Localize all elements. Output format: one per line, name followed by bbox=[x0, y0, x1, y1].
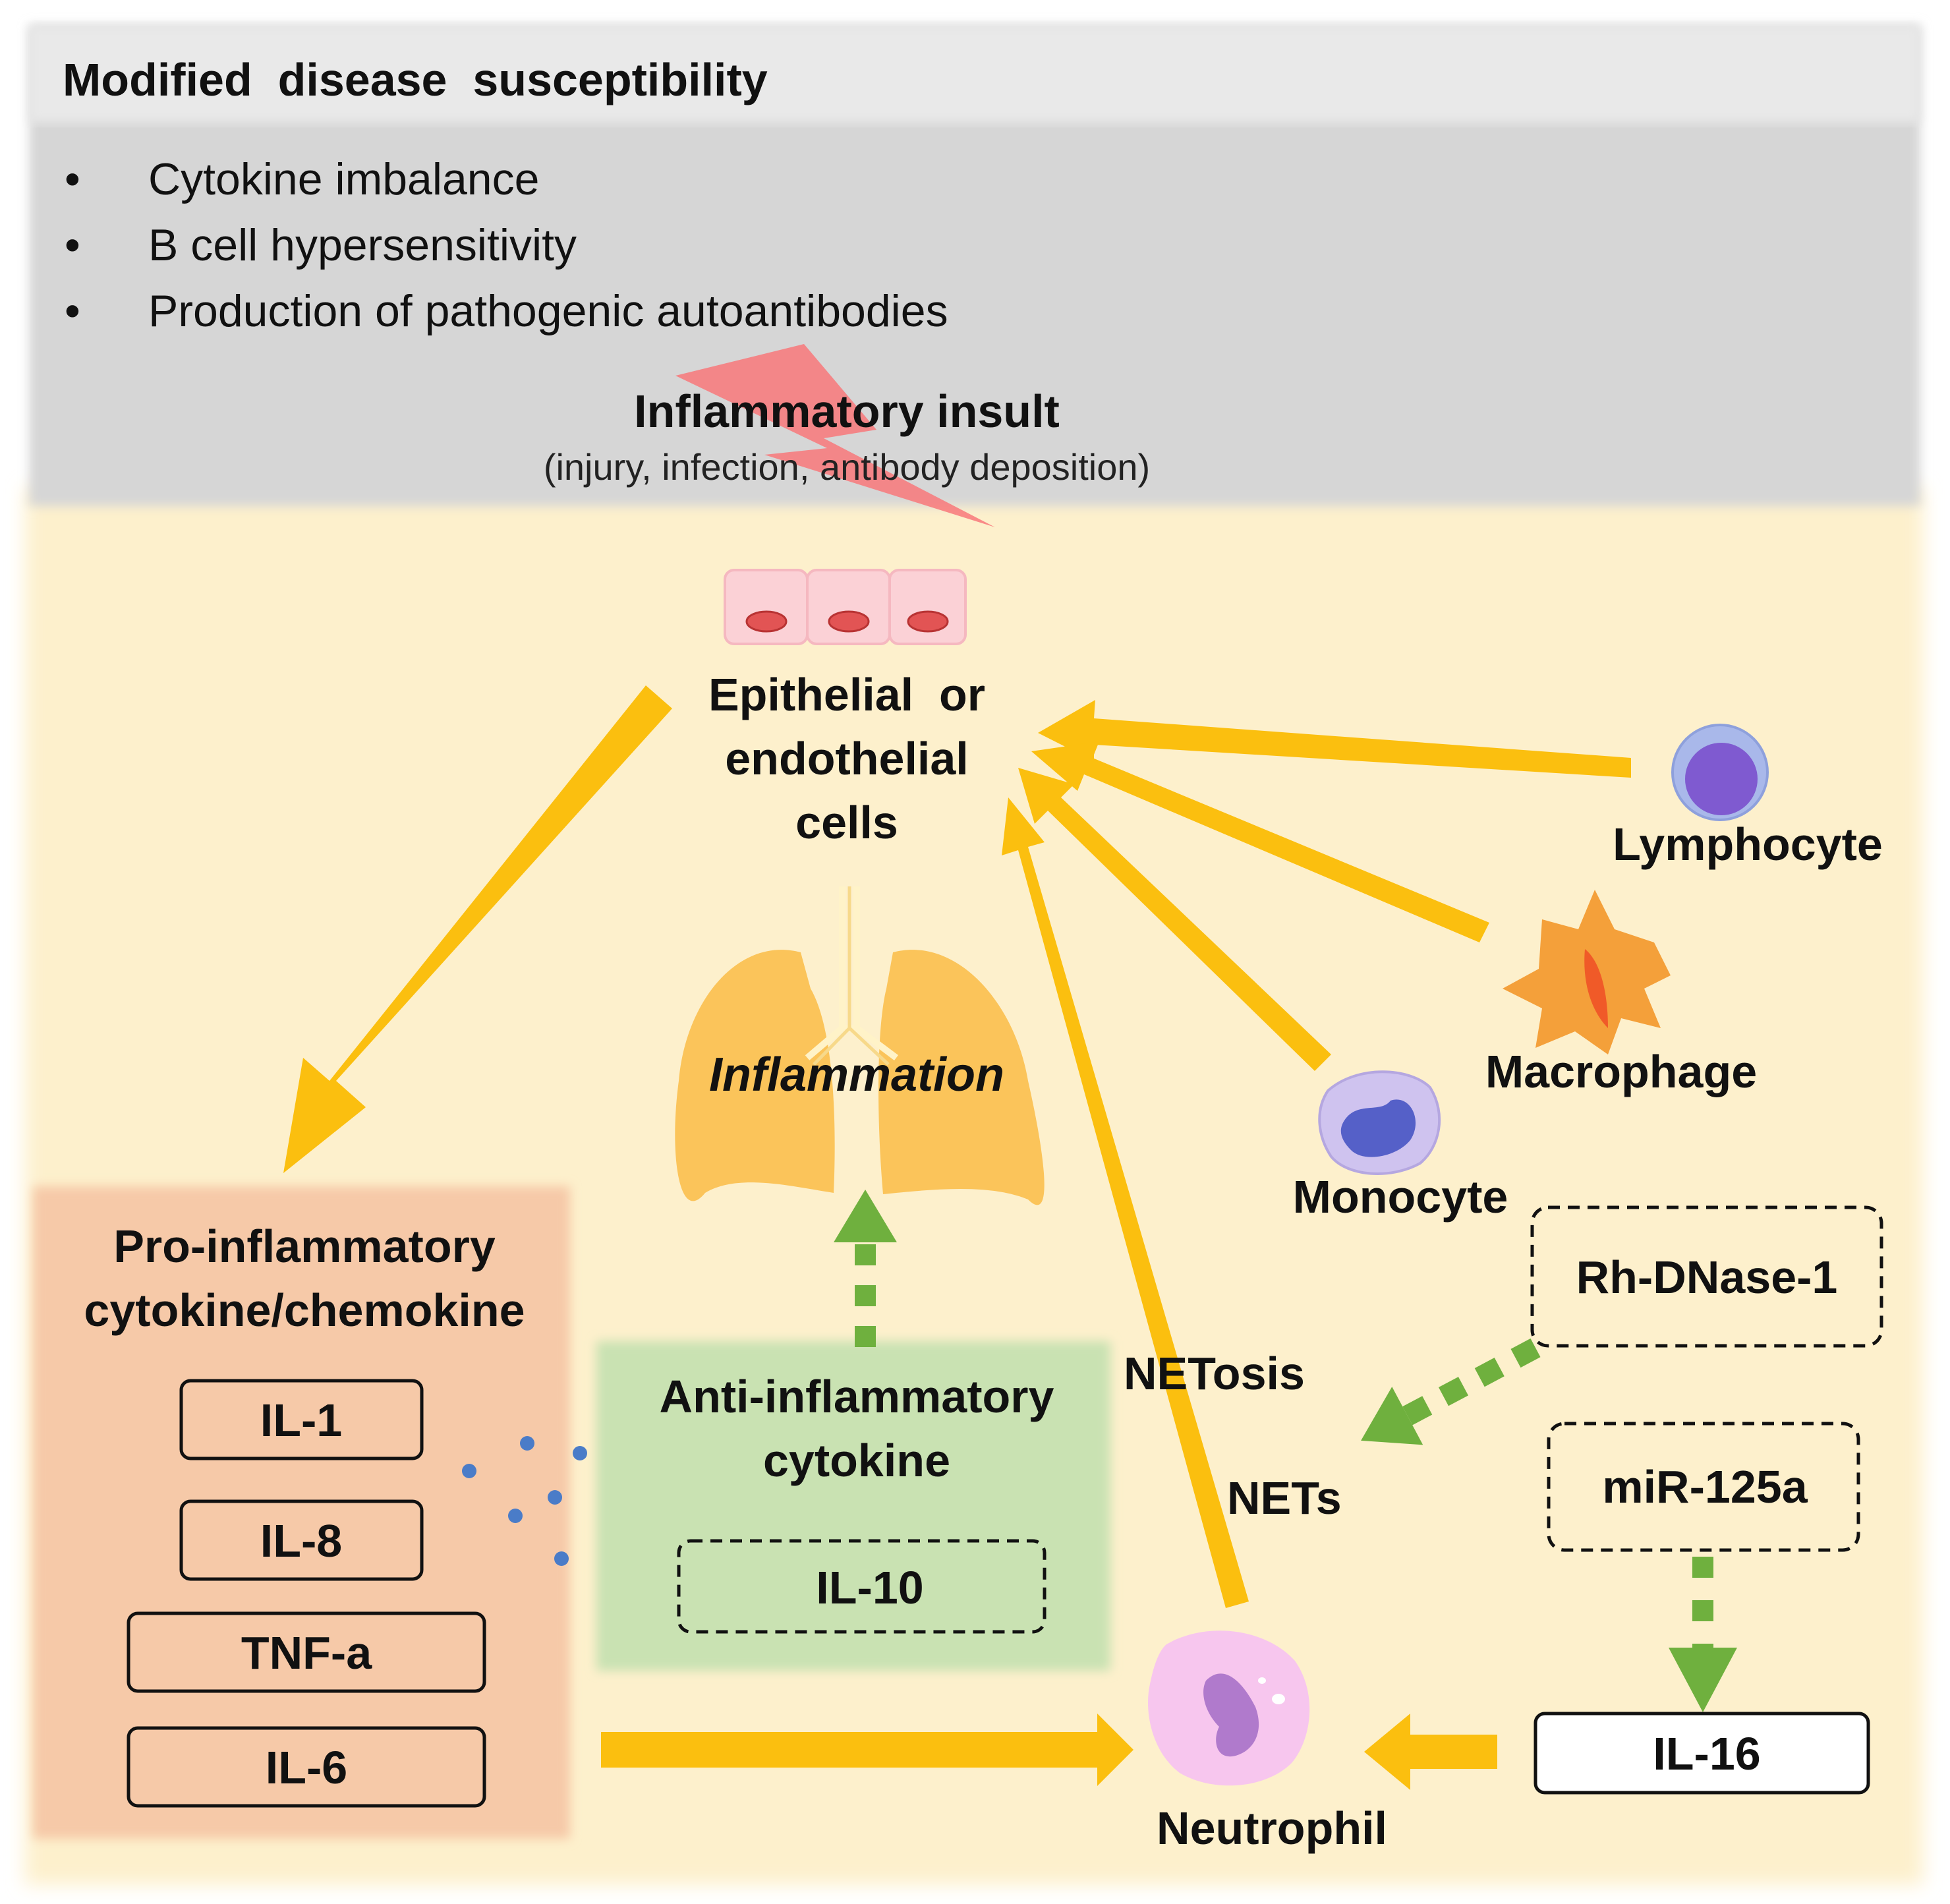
anti-panel-title-1: Anti-inflammatory bbox=[660, 1371, 1054, 1422]
arrow-pro-to-neutrophil bbox=[601, 1714, 1133, 1786]
green-arrows bbox=[834, 1190, 1737, 1712]
bullet-item-3: Production of pathogenic autoantibodies bbox=[148, 286, 948, 336]
cytokine-box-il1 bbox=[179, 1379, 424, 1460]
cytokine-label-tnfa: TNF-a bbox=[241, 1627, 372, 1679]
bullet-dot-3: • bbox=[65, 286, 80, 336]
il16-box bbox=[1534, 1712, 1870, 1795]
lymphocyte-icon bbox=[1671, 724, 1769, 821]
pro-panel-title-2: cytokine/chemokine bbox=[84, 1284, 525, 1336]
rh-dnase-box bbox=[1530, 1205, 1883, 1348]
lymphocyte-label: Lymphocyte bbox=[1613, 819, 1883, 870]
il16-label: IL-16 bbox=[1653, 1728, 1760, 1779]
anti-panel-bg bbox=[596, 1341, 1110, 1671]
arrows bbox=[283, 685, 1631, 1790]
epithelial-label-line-1: Epithelial or bbox=[708, 669, 985, 720]
pro-panel-title-1: Pro-inflammatory bbox=[113, 1221, 496, 1272]
cytokine-box-il8 bbox=[179, 1499, 424, 1581]
epithelial-label-line-2: endothelial bbox=[725, 733, 968, 784]
cytokine-label-il6: IL-6 bbox=[266, 1742, 347, 1793]
epithelial-label-line-3: cells bbox=[795, 797, 898, 848]
macrophage-label: Macrophage bbox=[1485, 1046, 1757, 1097]
header-title: Modified disease susceptibility bbox=[63, 54, 768, 105]
nets-label: NETs bbox=[1227, 1472, 1342, 1524]
anti-panel-title-2: cytokine bbox=[763, 1435, 950, 1486]
neutrophil-label: Neutrophil bbox=[1157, 1803, 1387, 1854]
header-title-band bbox=[29, 25, 1920, 123]
cytokine-box-tnfa bbox=[127, 1611, 486, 1693]
il10-label: IL-10 bbox=[816, 1562, 923, 1613]
insult-title: Inflammatory insult bbox=[634, 386, 1060, 437]
cytokine-label-il1: IL-1 bbox=[260, 1395, 342, 1446]
arrow-neutrophil-to-epithelial bbox=[1002, 797, 1249, 1608]
inflammation-label: Inflammation bbox=[709, 1049, 1004, 1101]
lungs-icon bbox=[675, 886, 1045, 1205]
arrow-macrophage-to-epithelial bbox=[1031, 741, 1489, 942]
bullet-dot-2: • bbox=[65, 220, 80, 270]
netosis-label: NETosis bbox=[1124, 1348, 1305, 1399]
bullet-item-2: B cell hypersensitivity bbox=[148, 220, 577, 270]
cytokine-label-il8: IL-8 bbox=[260, 1515, 342, 1567]
arrow-il16-to-neutrophil bbox=[1364, 1714, 1497, 1790]
arrow-mir-to-il16 bbox=[1669, 1557, 1737, 1712]
macrophage-icon bbox=[1503, 890, 1671, 1054]
arrow-monocyte-to-epithelial bbox=[1018, 768, 1331, 1071]
mir-label: miR-125a bbox=[1602, 1461, 1808, 1513]
insult-subtitle: (injury, infection, antibody deposition) bbox=[544, 446, 1150, 488]
epithelial-cells-icon bbox=[724, 569, 967, 645]
neutrophil-icon bbox=[1148, 1630, 1310, 1786]
arrow-lymphocyte-to-epithelial bbox=[1038, 700, 1631, 778]
cytokine-box-il6 bbox=[127, 1726, 486, 1808]
monocyte-label: Monocyte bbox=[1293, 1171, 1508, 1223]
mir-box bbox=[1547, 1422, 1860, 1552]
arrow-epithelial-to-pro bbox=[283, 685, 672, 1173]
rh-dnase-label: Rh-DNase-1 bbox=[1576, 1252, 1838, 1303]
bullet-dot-1: • bbox=[65, 154, 80, 204]
arrow-anti-to-inflammation bbox=[834, 1190, 897, 1347]
arrow-rhdnase-to-nets bbox=[1361, 1338, 1541, 1445]
il10-box bbox=[677, 1539, 1047, 1634]
lightning-bolt-icon bbox=[675, 344, 995, 527]
bullet-item-1: Cytokine imbalance bbox=[148, 154, 539, 204]
monocyte-icon bbox=[1318, 1070, 1441, 1175]
